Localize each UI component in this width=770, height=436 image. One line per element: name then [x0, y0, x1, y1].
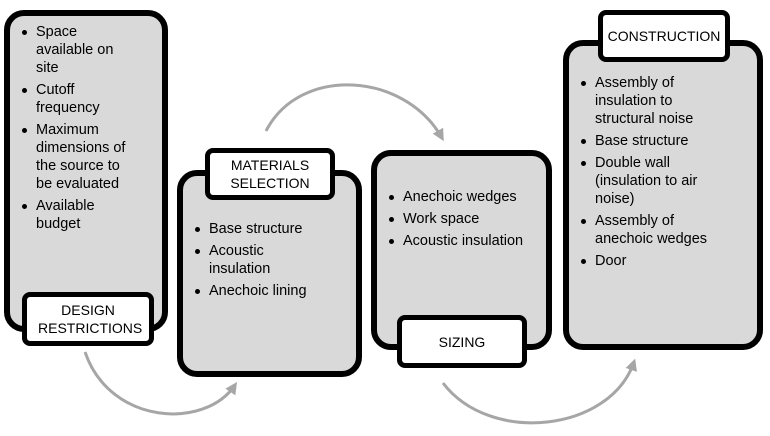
- materials-selection-label: MATERIALS SELECTION: [205, 148, 335, 200]
- arrow-sizing-to-construction: [441, 358, 637, 425]
- design-restrictions-box: Space available on site Cutoff frequency…: [4, 10, 168, 332]
- list-item: Base structure: [195, 220, 329, 238]
- list-item: Anechoic lining: [195, 282, 329, 300]
- construction-list: Assembly of insulation to structural noi…: [569, 74, 735, 270]
- materials-selection-box: Base structure Acoustic insulation Anech…: [177, 170, 362, 377]
- list-item: Base structure: [581, 132, 735, 150]
- list-item: Acoustic insulation: [195, 242, 329, 278]
- list-item: Assembly of anechoic wedges: [581, 212, 735, 248]
- list-item: Maximum dimensions of the source to be e…: [22, 121, 136, 193]
- list-item: Cutoff frequency: [22, 81, 136, 117]
- list-item: Anechoic wedges: [389, 188, 533, 206]
- list-item: Work space: [389, 210, 533, 228]
- sizing-list: Anechoic wedges Work space Acoustic insu…: [377, 188, 533, 250]
- sizing-label: SIZING: [397, 315, 527, 368]
- list-item: Double wall (insulation to air noise): [581, 154, 735, 208]
- design-restrictions-label: DESIGN RESTRICTIONS: [22, 292, 154, 346]
- materials-selection-list: Base structure Acoustic insulation Anech…: [183, 220, 329, 300]
- list-item: Door: [581, 252, 735, 270]
- design-restrictions-list: Space available on site Cutoff frequency…: [10, 23, 136, 233]
- list-item: Available budget: [22, 197, 136, 233]
- arrow-restrictions-to-materials: [83, 351, 238, 416]
- construction-box: Assembly of insulation to structural noi…: [563, 40, 763, 350]
- construction-label: CONSTRUCTION: [598, 10, 730, 62]
- arrow-materials-to-sizing: [264, 83, 444, 142]
- list-item: Acoustic insulation: [389, 232, 533, 250]
- list-item: Space available on site: [22, 23, 136, 77]
- list-item: Assembly of insulation to structural noi…: [581, 74, 735, 128]
